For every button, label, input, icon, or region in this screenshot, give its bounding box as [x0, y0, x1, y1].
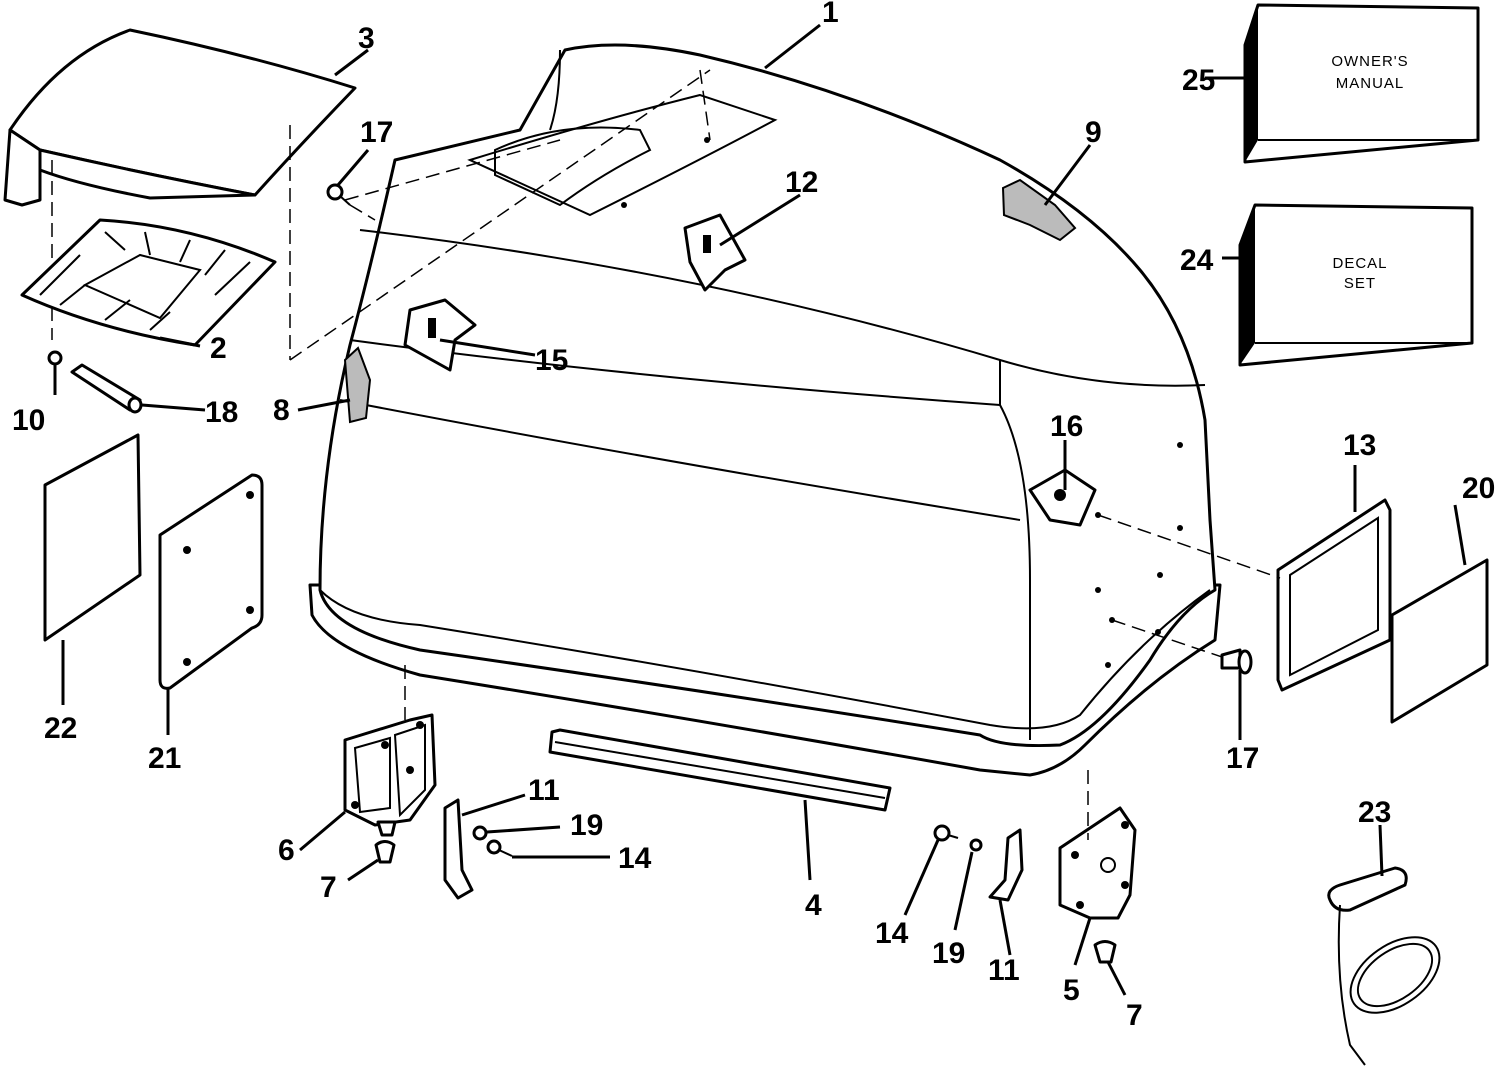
- callout-20: 20: [1462, 472, 1495, 505]
- decal-set-box: DECAL SET: [1238, 203, 1474, 367]
- bumper-part-7-left: [374, 840, 396, 864]
- callout-4: 4: [805, 889, 822, 922]
- bumper-part-7-right: [1093, 940, 1117, 964]
- callout-24: 24: [1180, 244, 1214, 277]
- callout-18: 18: [205, 396, 238, 429]
- callout-numbers: 1 2 3 4 5 6 7 7 8 9 10 11 11 12 13 14 14…: [12, 0, 1495, 1032]
- callout-22: 22: [44, 712, 77, 745]
- seal-part-8: [343, 346, 372, 424]
- decal-text-line2: SET: [1344, 275, 1376, 292]
- callout-14-left: 14: [618, 842, 652, 875]
- callout-1: 1: [822, 0, 839, 29]
- handle-part-23: [1327, 866, 1441, 1066]
- tube-part-18: [70, 363, 143, 414]
- decal-text-line1: DECAL: [1332, 255, 1387, 272]
- bracket-part-12: [683, 213, 747, 292]
- grille-part-2: [20, 218, 277, 347]
- bracket-part-16: [1028, 468, 1097, 527]
- callout-11-right: 11: [988, 954, 1020, 987]
- callout-15: 15: [535, 344, 568, 377]
- callout-14-right: 14: [875, 917, 909, 950]
- dashline: [289, 69, 711, 361]
- callout-5: 5: [1063, 974, 1080, 1007]
- callout-19-left: 19: [570, 809, 603, 842]
- gasket-part-22: [43, 433, 142, 642]
- dashline: [344, 139, 561, 201]
- owners-manual-box: OWNER'S MANUAL: [1243, 3, 1480, 164]
- dashline: [349, 204, 376, 221]
- callout-17-right: 17: [1226, 742, 1259, 775]
- callout-3: 3: [358, 22, 375, 55]
- callout-13: 13: [1343, 429, 1376, 462]
- callout-16: 16: [1050, 410, 1083, 443]
- engine-cover: [308, 43, 1222, 777]
- callout-25: 25: [1182, 64, 1215, 97]
- callout-7-right: 7: [1126, 999, 1143, 1032]
- screw-part-14-left: [486, 839, 513, 857]
- manual-text-line2: MANUAL: [1336, 75, 1405, 92]
- callout-6: 6: [278, 834, 295, 867]
- callout-2: 2: [210, 332, 227, 365]
- latch-part-6: [343, 713, 437, 837]
- nut-part-10: [47, 350, 63, 366]
- callout-21: 21: [148, 742, 181, 775]
- callout-23: 23: [1358, 796, 1391, 829]
- callout-17-top: 17: [360, 116, 393, 149]
- dashline: [1097, 514, 1281, 579]
- rivet-part-17-right: [1220, 648, 1253, 675]
- screw-part-14-right: [933, 824, 959, 842]
- seal-part-9: [1001, 178, 1077, 242]
- frame-part-13: [1276, 498, 1392, 692]
- strip-part-4: [548, 728, 892, 812]
- callout-12: 12: [785, 166, 818, 199]
- latch-part-5: [1058, 806, 1137, 920]
- callout-19-right: 19: [932, 937, 965, 970]
- rivet-part-17-top: [326, 183, 351, 206]
- washer-part-19-right: [969, 838, 983, 852]
- callout-9: 9: [1085, 116, 1102, 149]
- leader-lines: [53, 23, 1467, 996]
- bracket-part-11-left: [443, 798, 474, 900]
- manual-text-line1: OWNER'S: [1331, 53, 1408, 70]
- callout-7-left: 7: [320, 871, 337, 904]
- callout-8: 8: [273, 394, 290, 427]
- callout-10: 10: [12, 404, 45, 437]
- sheet-part-20: [1390, 558, 1489, 724]
- cover-top-part-3: [3, 28, 357, 207]
- plate-part-21: [158, 473, 264, 690]
- bracket-part-15: [403, 298, 477, 372]
- callout-11-left: 11: [528, 774, 560, 807]
- bracket-part-11-right: [988, 828, 1024, 902]
- washer-part-19-left: [472, 825, 488, 841]
